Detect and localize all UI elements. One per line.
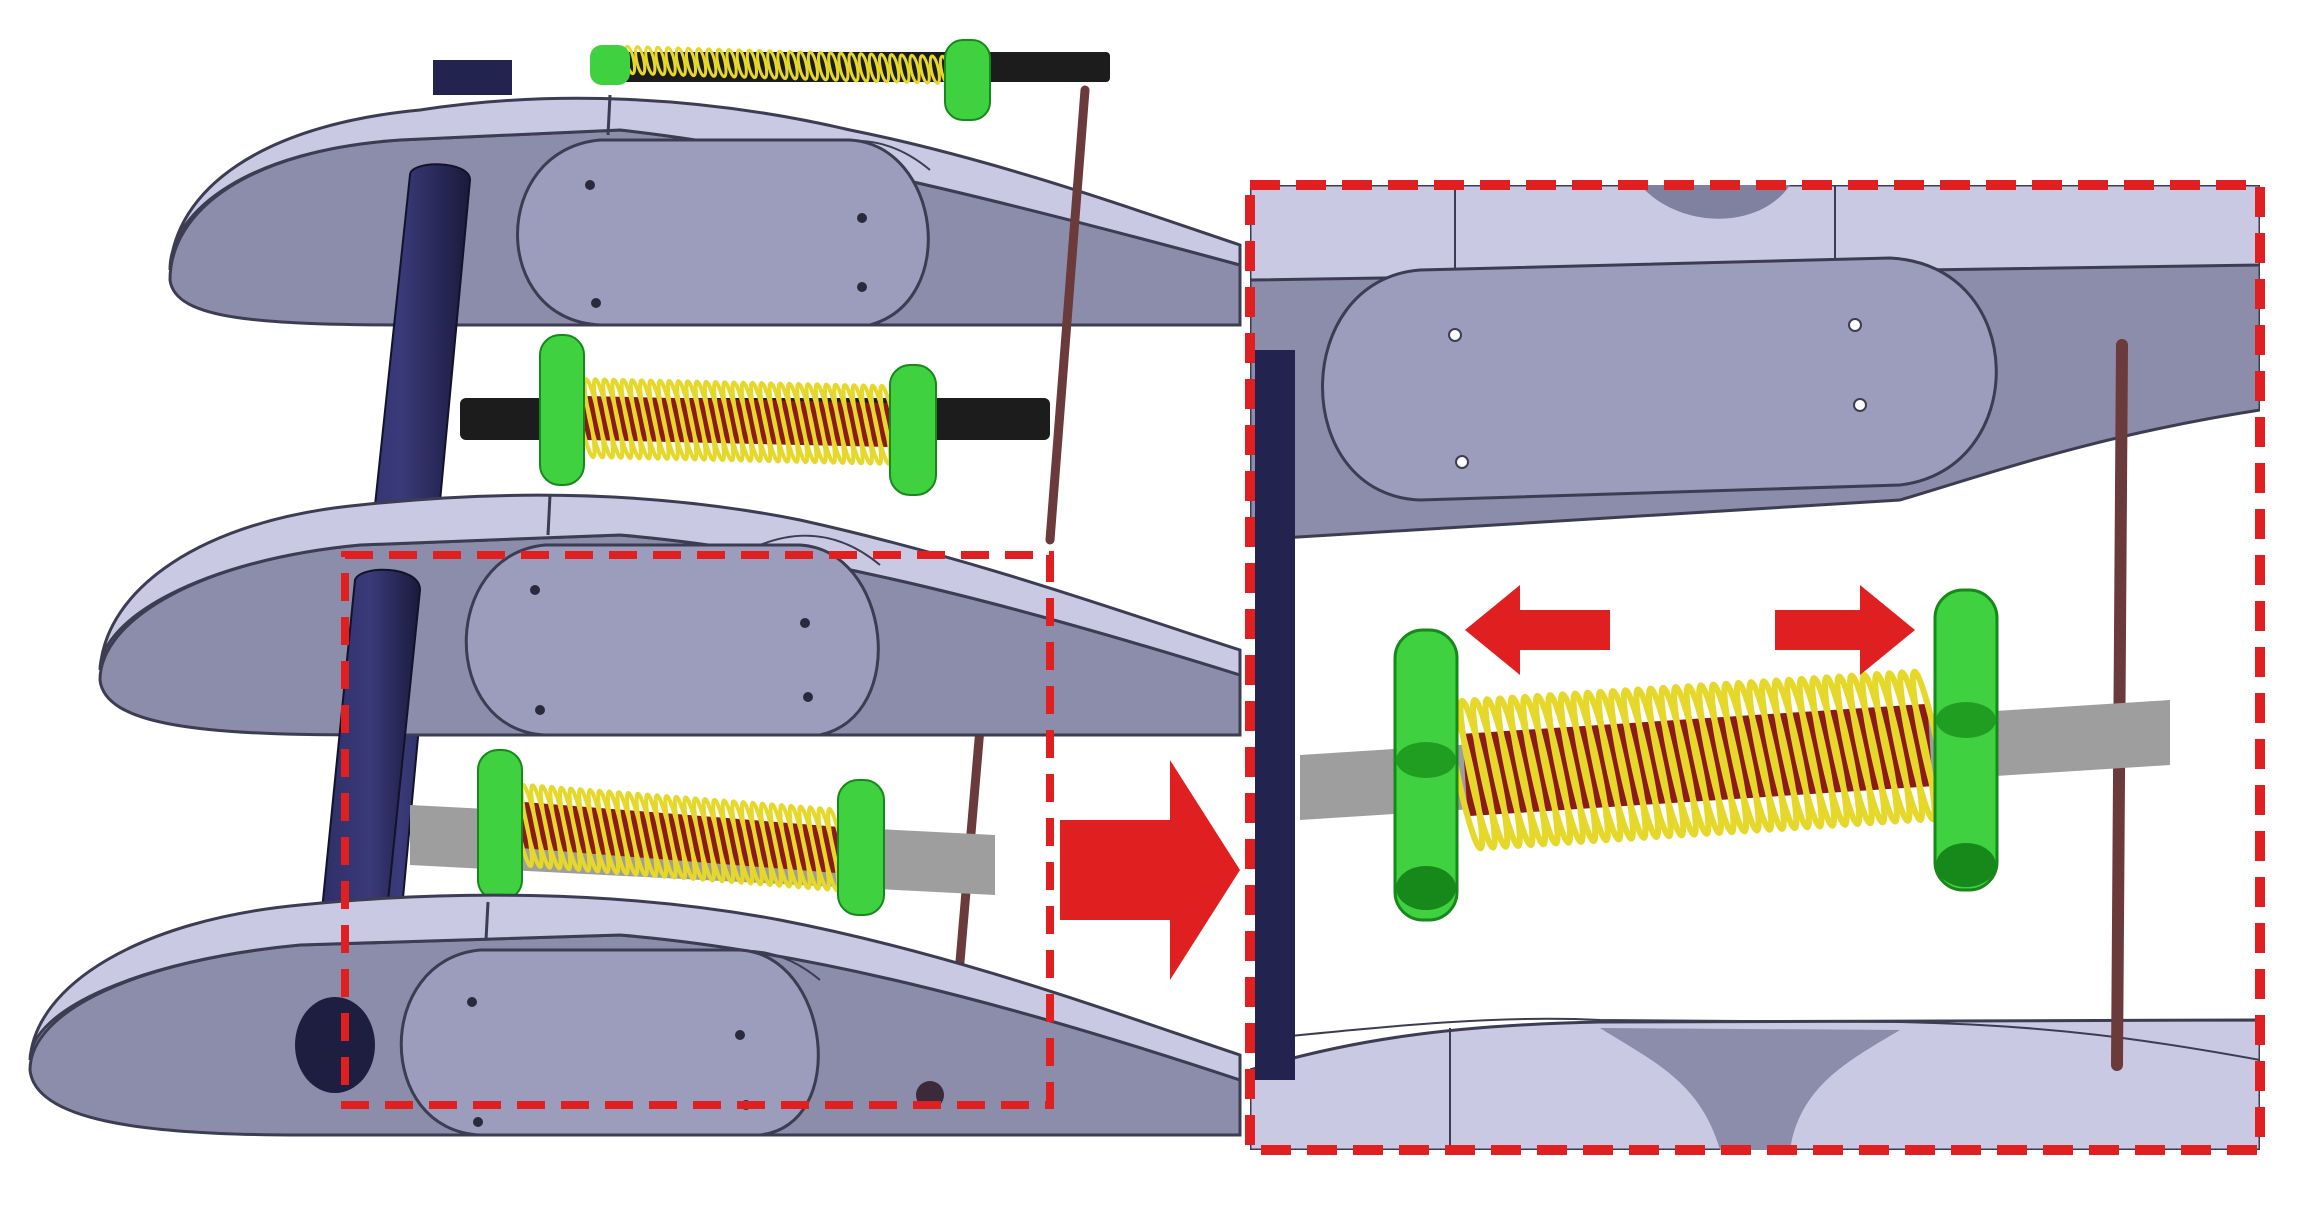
zoom-front-spar <box>1255 350 1295 1080</box>
zoom-collar-right <box>1933 588 1999 892</box>
rib-middle <box>98 493 1242 737</box>
right-arrow-icon <box>1775 585 1915 675</box>
zoom-collar-left <box>1393 628 1459 922</box>
spring-middle <box>460 334 1050 496</box>
rib-bottom-upper-surface <box>28 893 1242 1083</box>
spar-hole <box>295 997 375 1093</box>
zoom-upper-plate <box>1321 256 1998 502</box>
right-arrow-icon <box>1060 760 1240 980</box>
rear-spar-column <box>433 60 512 95</box>
rib-middle-plate <box>464 543 880 737</box>
zoom-panel-border <box>1245 180 2265 1155</box>
left-arrow-icon <box>1465 585 1610 675</box>
rib-middle-upper-surface <box>98 493 1242 678</box>
rib-top-upper-surface <box>168 96 1242 271</box>
rib-stack-assembly <box>28 39 1242 1137</box>
zoom-spring <box>1444 668 1951 852</box>
zoom-detail-panel <box>1245 180 2265 1155</box>
rib-top-plate <box>516 138 930 327</box>
spring-bottom <box>410 749 995 916</box>
rib-bottom-plate <box>399 948 820 1137</box>
spring-top <box>590 39 1110 121</box>
rib-bottom <box>28 893 1242 1137</box>
zoom-region-marker <box>341 551 1054 1109</box>
